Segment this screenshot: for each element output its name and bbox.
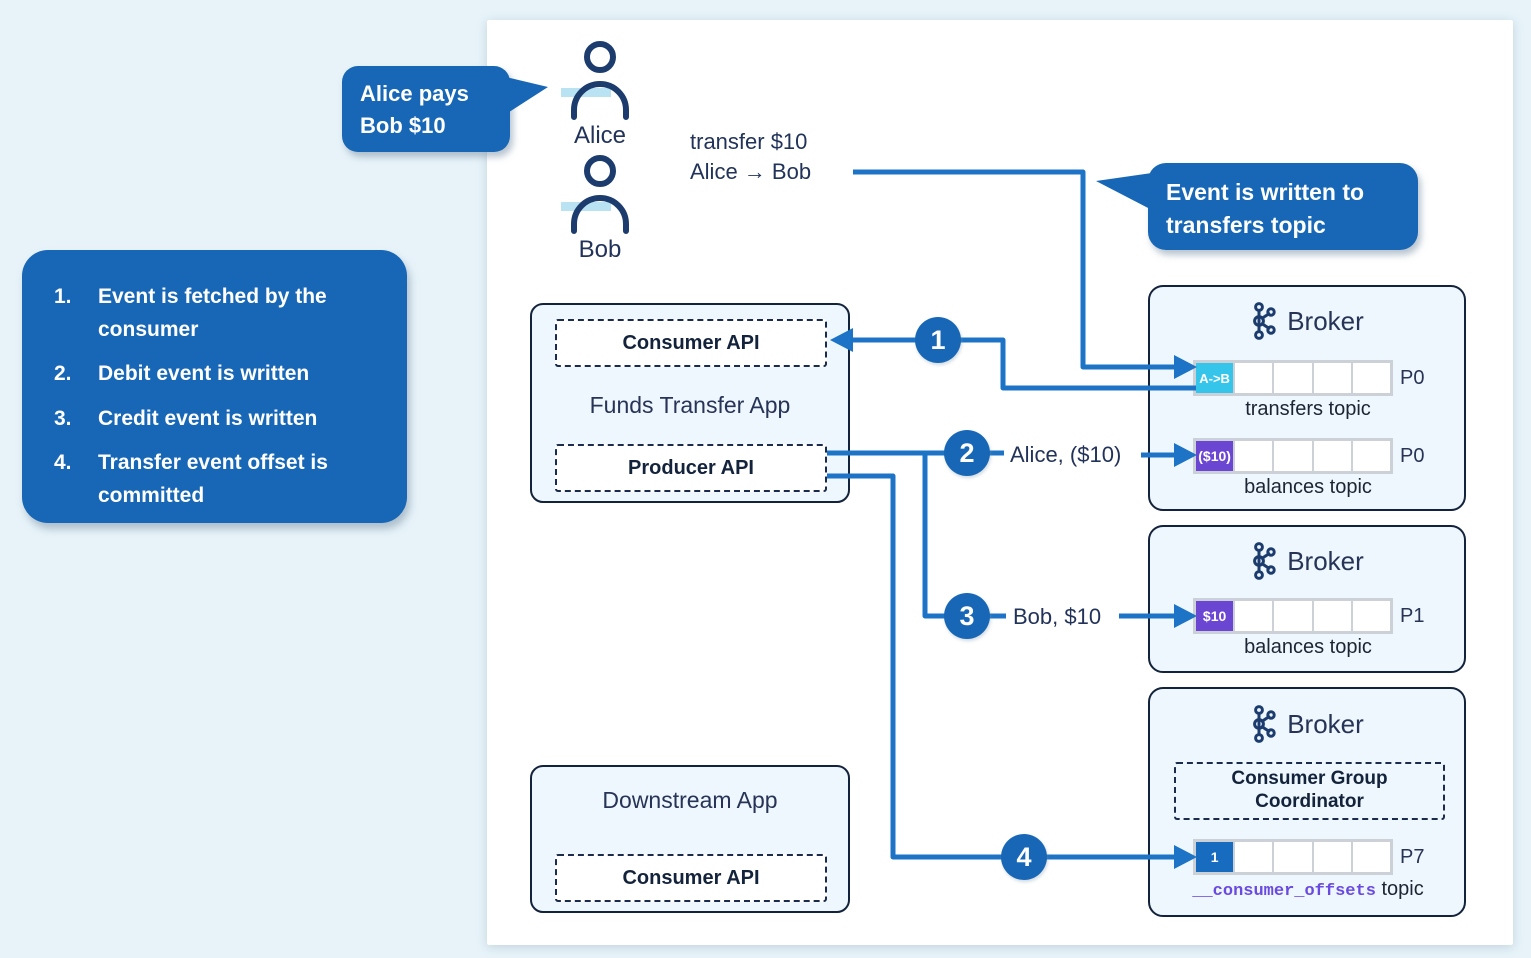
- topic-caption: balances topic: [1244, 636, 1372, 658]
- partition-cell-empty: [1313, 601, 1353, 631]
- producer-api-label: Producer API: [628, 457, 754, 479]
- callout-line: Event is written to: [1166, 179, 1365, 205]
- event-written-callout-tail: [1096, 173, 1152, 210]
- broker1-title: Broker: [1287, 305, 1364, 336]
- kafka-icon: [1253, 302, 1276, 340]
- legend-item-text: Transfer event offset is committed: [98, 450, 328, 507]
- legend-item: 3. Credit event is written: [54, 402, 385, 435]
- offsets-topic-suffix: topic: [1375, 878, 1424, 900]
- partition-cell-empty: [1352, 601, 1391, 631]
- legend-item-text: Debit event is written: [98, 362, 310, 386]
- bob-highlight-bar: [561, 202, 611, 211]
- partition-cell-empty: [1235, 601, 1275, 631]
- partition-cell-empty: [1352, 842, 1391, 872]
- alice-pays-callout: Alice pays Bob $10: [342, 66, 510, 152]
- coordinator-label: Consumer Group Coordinator: [1231, 768, 1388, 812]
- event-written-callout: Event is written to transfers topic: [1148, 163, 1418, 250]
- partition-cell-empty: [1352, 441, 1391, 471]
- alice-label: Alice: [573, 122, 627, 149]
- step-4-badge: 4: [1001, 834, 1047, 880]
- callout-line: Alice pays: [360, 81, 469, 106]
- legend-item: 1. Event is fetched by the consumer: [54, 280, 385, 346]
- steps-legend-box: 1. Event is fetched by the consumer 2. D…: [22, 250, 407, 523]
- kafka-icon: [1253, 705, 1276, 743]
- broker3-header: Broker: [1150, 705, 1464, 743]
- broker2-header: Broker: [1150, 542, 1464, 580]
- partition-cell-empty: [1235, 363, 1275, 393]
- partition-label: P1: [1400, 605, 1425, 627]
- partition-cell-filled: $10: [1196, 601, 1236, 631]
- broker3-box: Broker Consumer Group Coordinator: [1148, 687, 1466, 917]
- partition-label: P7: [1400, 846, 1425, 868]
- topic-caption: transfers topic: [1245, 398, 1371, 420]
- transfers-partition: A->B: [1193, 360, 1393, 396]
- broker2-title: Broker: [1287, 545, 1364, 576]
- funds-transfer-app-title: Funds Transfer App: [589, 392, 791, 418]
- consumer-api-label: Consumer API: [622, 332, 760, 354]
- transfer-note-line1: transfer $10: [690, 129, 808, 154]
- partition-cell-empty: [1313, 842, 1353, 872]
- step-1-badge: 1: [915, 317, 961, 363]
- funds-transfer-app-box: Consumer API Funds Transfer App Producer…: [530, 303, 850, 503]
- step-3-label: Bob, $10: [1013, 604, 1102, 629]
- legend-item: 2. Debit event is written: [54, 357, 385, 390]
- offsets-topic-caption: __consumer_offsets topic: [1178, 878, 1438, 901]
- partition-label: P0: [1400, 367, 1425, 389]
- transfer-note-line2: Alice → Bob: [690, 159, 812, 184]
- legend-item-number: 4.: [54, 450, 72, 474]
- legend-item-number: 3.: [54, 406, 72, 430]
- alice-person-icon: [571, 41, 629, 120]
- producer-api-box: Producer API: [555, 444, 827, 492]
- callout-line: transfers topic: [1166, 212, 1326, 238]
- legend-item-number: 1.: [54, 285, 72, 308]
- legend-item-number: 2.: [54, 362, 72, 386]
- offsets-partition: 1: [1193, 839, 1393, 875]
- partition-cell-empty: [1313, 441, 1353, 471]
- legend-item-text: Event is fetched by the consumer: [98, 285, 327, 342]
- partition-cell-filled: ($10): [1196, 441, 1236, 471]
- legend-item: 4. Transfer event offset is committed: [54, 446, 385, 512]
- partition-cell-empty: [1274, 363, 1314, 393]
- partition-cell-empty: [1274, 601, 1314, 631]
- bob-label: Bob: [578, 236, 622, 263]
- topic-caption: balances topic: [1244, 476, 1372, 498]
- downstream-consumer-api-label: Consumer API: [622, 867, 760, 889]
- downstream-app-box: Downstream App Consumer API: [530, 765, 850, 913]
- legend-item-text: Credit event is written: [98, 406, 318, 430]
- step-2-badge: 2: [944, 430, 990, 476]
- broker1-header: Broker: [1150, 302, 1464, 340]
- bob-person-icon: [571, 155, 629, 234]
- balances-p0-partition: ($10): [1193, 438, 1393, 474]
- partition-cell-filled: 1: [1196, 842, 1236, 872]
- downstream-consumer-api-box: Consumer API: [555, 854, 827, 902]
- balances-p1-partition: $10: [1193, 598, 1393, 634]
- partition-cell-empty: [1274, 441, 1314, 471]
- partition-cell-empty: [1235, 441, 1275, 471]
- partition-cell-empty: [1235, 842, 1275, 872]
- partition-cell-filled: A->B: [1196, 363, 1236, 393]
- downstream-app-title: Downstream App: [602, 787, 778, 813]
- consumer-group-coordinator-box: Consumer Group Coordinator: [1174, 762, 1445, 820]
- partition-label: P0: [1400, 445, 1425, 467]
- transfer-note: transfer $10 Alice → Bob: [690, 127, 811, 187]
- partition-cell-empty: [1352, 363, 1391, 393]
- broker3-title: Broker: [1287, 708, 1364, 739]
- partition-cell-empty: [1274, 842, 1314, 872]
- alice-highlight-bar: [561, 88, 611, 97]
- consumer-api-box: Consumer API: [555, 319, 827, 367]
- callout-line: Bob $10: [360, 113, 446, 138]
- partition-cell-empty: [1313, 363, 1353, 393]
- step-2-label: Alice, ($10): [1010, 442, 1122, 467]
- kafka-icon: [1253, 542, 1276, 580]
- alice-pays-callout-tail: [506, 77, 548, 114]
- offsets-topic-code: __consumer_offsets: [1192, 882, 1376, 901]
- step-3-badge: 3: [944, 593, 990, 639]
